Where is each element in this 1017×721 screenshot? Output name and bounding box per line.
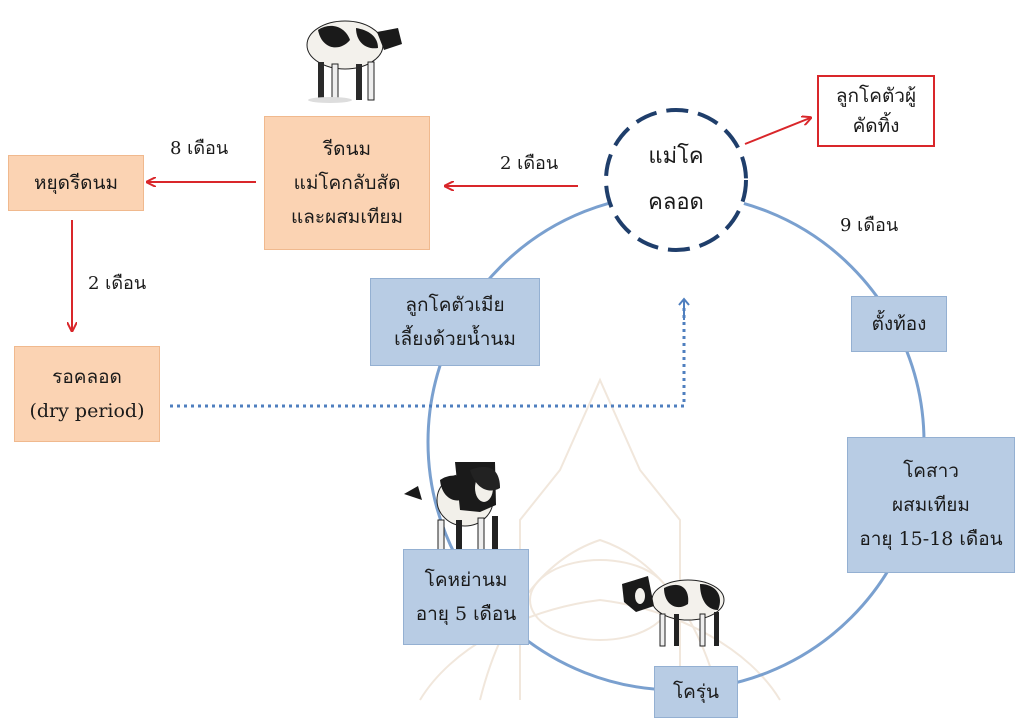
dotted-return-line [170,304,686,408]
pregnant-label: ตั้งท้อง [871,313,927,335]
weaned-line-2: อายุ 5 เดือน [415,603,517,625]
cow-young-icon [622,576,725,647]
young-label: โครุ่น [672,681,720,703]
heifer-line-1: โคสาว [903,460,959,482]
female-calf-line-2: เลี้ยงด้วยน้ำนม [394,328,516,350]
male-culled-line-1: ลูกโคตัวผู้ [835,85,917,107]
weaned-box: โคหย่านม อายุ 5 เดือน [403,549,529,645]
cow-adult-icon [306,20,402,103]
milking-line-2: แม่โคกลับสัด [293,172,401,194]
pregnant-box: ตั้งท้อง [851,296,947,352]
female-calf-line-1: ลูกโคตัวเมีย [405,294,505,316]
duration-2-months-top: 2 เดือน [500,153,559,174]
arrow-to-male-culled [744,118,810,145]
mother-calving-label: แม่โค คลอด [606,134,746,226]
male-culled-line-2: คัดทิ้ง [852,115,900,137]
heifer-line-3: อายุ 15-18 เดือน [859,528,1003,550]
heifer-box: โคสาว ผสมเทียม อายุ 15-18 เดือน [847,437,1015,573]
mother-calving-line-2: คลอด [648,190,704,215]
milking-line-1: รีดนม [322,138,372,160]
male-culled-box: ลูกโคตัวผู้ คัดทิ้ง [817,75,935,147]
duration-9-months: 9 เดือน [840,215,899,236]
heifer-line-2: ผสมเทียม [892,494,970,516]
weaned-line-1: โคหย่านม [424,569,508,591]
waiting-calving-line-1: รอคลอด [52,366,122,388]
mother-calving-circle [604,108,748,252]
cow-calves-icon [404,462,500,551]
milking-box: รีดนม แม่โคกลับสัด และผสมเทียม [264,116,430,250]
mother-calving-line-1: แม่โค [648,144,704,169]
milking-line-3: และผสมเทียม [290,206,404,228]
waiting-calving-box: รอคลอด (dry period) [14,346,160,442]
waiting-calving-line-2: (dry period) [29,400,145,422]
stop-milking-box: หยุดรีดนม [8,155,144,211]
female-calf-box: ลูกโคตัวเมีย เลี้ยงด้วยน้ำนม [370,278,540,366]
watermark-emblem [419,377,781,701]
young-box: โครุ่น [654,666,738,718]
stop-milking-label: หยุดรีดนม [33,172,119,194]
duration-2-months-left: 2 เดือน [88,273,147,294]
duration-8-months: 8 เดือน [170,138,229,159]
